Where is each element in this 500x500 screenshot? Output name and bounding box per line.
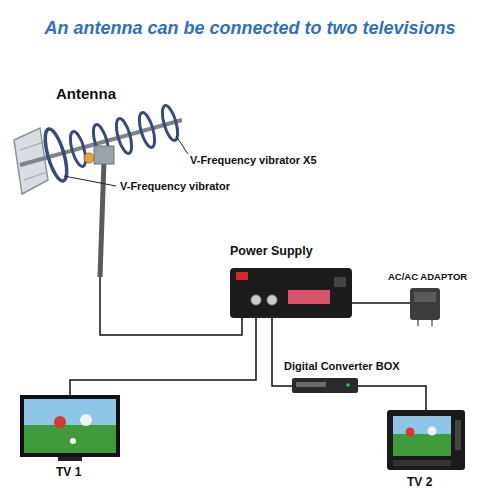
tv-field (24, 425, 116, 453)
tv-panel (393, 460, 451, 466)
antenna-dial (84, 153, 94, 163)
power-supply-node: Power Supply (230, 268, 352, 318)
node-label: AC/AC ADAPTOR (388, 271, 467, 282)
leader-line (176, 136, 188, 154)
cable-connector (100, 277, 242, 335)
vibrator-element (67, 130, 88, 168)
coax-port (267, 295, 277, 305)
reflector-grid (20, 142, 44, 150)
tv-stand (58, 457, 82, 461)
vibrator-element (136, 111, 157, 149)
reflector-grid (24, 172, 47, 180)
antenna-mount (94, 146, 114, 164)
cable-connector (70, 318, 256, 395)
tv-controls (455, 420, 461, 450)
tv-frame (387, 410, 465, 470)
adaptor-face (414, 292, 436, 302)
converter-body (292, 378, 358, 393)
adaptor-prong (417, 320, 419, 326)
power-jack (334, 277, 346, 287)
cable-connector (272, 318, 292, 386)
tv-frame (20, 395, 120, 457)
tv-field (393, 434, 451, 456)
vibrator-element (159, 104, 180, 142)
node-label: TV 2 (407, 475, 432, 489)
tv-ball (70, 438, 76, 444)
tv-screen (393, 416, 451, 456)
tv-node: TV 2 (387, 410, 465, 470)
power-sticker (288, 290, 330, 304)
vibrator-element (41, 127, 71, 183)
cable-connector (358, 386, 426, 410)
cable-connector (352, 302, 410, 304)
tv-screen (24, 399, 116, 453)
coax-port (251, 295, 261, 305)
power-supply-body (230, 268, 352, 318)
converter-node: Digital Converter BOX (292, 378, 358, 393)
node-label: TV 1 (56, 465, 81, 479)
converter-led (346, 383, 350, 387)
tv-node: TV 1 (20, 395, 120, 461)
antenna-pole (100, 160, 104, 277)
part-label: V-Frequency vibrator (120, 180, 230, 192)
tv-player (406, 428, 415, 437)
adaptor-body (410, 288, 440, 320)
vibrator-element (113, 117, 134, 155)
node-label: Digital Converter BOX (284, 360, 400, 372)
diagram-title: An antenna can be connected to two telev… (0, 18, 500, 39)
power-switch (236, 272, 248, 280)
leader-line (64, 176, 116, 186)
tv-player (54, 416, 66, 428)
part-label: V-Frequency vibrator X5 (190, 154, 317, 166)
adaptor-prong (431, 320, 433, 326)
tv-player (80, 414, 92, 426)
node-label: Power Supply (230, 244, 313, 258)
adaptor-node: AC/AC ADAPTOR (410, 288, 440, 320)
converter-panel (296, 382, 326, 387)
tv-player (428, 427, 437, 436)
node-label: Antenna (56, 85, 116, 102)
